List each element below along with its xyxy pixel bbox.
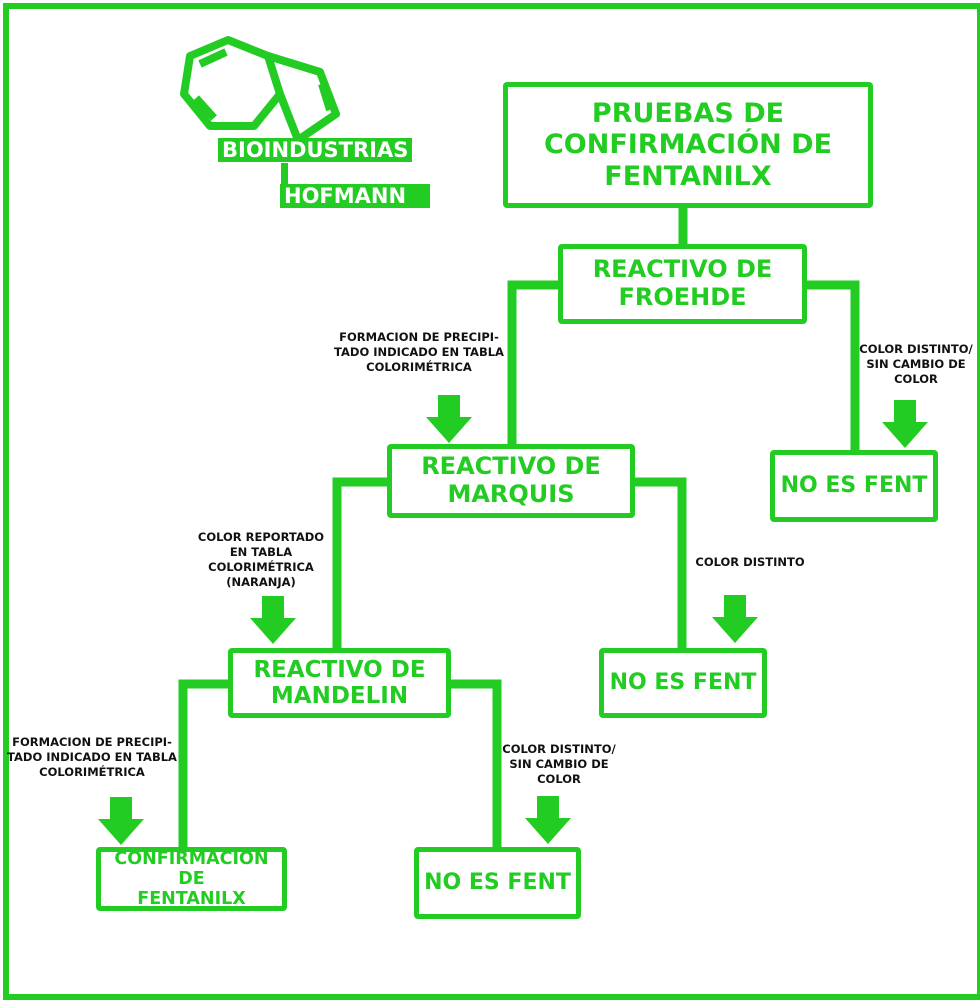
logo-line2: HOFMANN <box>280 184 430 208</box>
froehde-line-2: FROEHDE <box>618 283 747 311</box>
arrow-down-icon <box>712 595 758 643</box>
label-froehde-yes: FORMACION DE PRECIPI- TADO INDICADO EN T… <box>334 330 504 374</box>
no-fent-box-1: NO ES FENT <box>770 450 938 522</box>
logo-text-hofmann: HOFMANN <box>284 184 407 208</box>
label-froehde-no: COLOR DISTINTO/ SIN CAMBIO DE COLOR <box>859 342 973 386</box>
froehde-line-1: REACTIVO DE <box>592 255 773 284</box>
logo-line1: BIOINDUSTRIAS <box>218 138 413 162</box>
no-fent-1-text: NO ES FENT <box>780 473 928 499</box>
confirm-box: CONFIRMACIÓN DE FENTANILX <box>96 847 287 911</box>
logo-connector <box>281 163 288 185</box>
confirm-line-2: FENTANILX <box>137 889 246 910</box>
marquis-line-1: REACTIVO DE <box>421 452 601 481</box>
label-mandelin-yes: FORMACION DE PRECIPI- TADO INDICADO EN T… <box>7 735 177 779</box>
title-line-3: FENTANILX <box>604 160 772 192</box>
marquis-box: REACTIVO DE MARQUIS <box>387 444 635 518</box>
confirm-line-1: CONFIRMACIÓN DE <box>114 848 269 889</box>
label-mandelin-no: COLOR DISTINTO/ SIN CAMBIO DE COLOR <box>502 742 616 786</box>
arrow-down-icon <box>525 796 571 844</box>
arrow-down-icon <box>426 395 472 443</box>
logo-text-bioindustrias: BIOINDUSTRIAS <box>222 138 409 162</box>
no-fent-3-text: NO ES FENT <box>424 870 571 896</box>
arrow-down-icon <box>250 596 296 644</box>
marquis-line-2: MARQUIS <box>447 480 575 508</box>
no-fent-box-2: NO ES FENT <box>599 648 767 718</box>
mandelin-line-2: MANDELIN <box>270 683 409 709</box>
title-box: PRUEBAS DE CONFIRMACIÓN DE FENTANILX <box>503 82 873 208</box>
froehde-box: REACTIVO DE FROEHDE <box>558 244 807 324</box>
label-marquis-yes: COLOR REPORTADO EN TABLA COLORIMÉTRICA (… <box>197 530 325 589</box>
mandelin-box: REACTIVO DE MANDELIN <box>228 648 451 718</box>
title-line-2: CONFIRMACIÓN DE <box>543 129 833 161</box>
indole-molecule-icon <box>180 36 340 144</box>
no-fent-2-text: NO ES FENT <box>609 670 757 696</box>
label-marquis-no: COLOR DISTINTO <box>695 555 805 569</box>
no-fent-box-3: NO ES FENT <box>414 847 581 919</box>
mandelin-line-1: REACTIVO DE <box>253 656 426 683</box>
arrow-down-icon <box>882 400 928 448</box>
title-line-1: PRUEBAS DE <box>591 98 785 130</box>
arrow-down-icon <box>98 797 144 845</box>
